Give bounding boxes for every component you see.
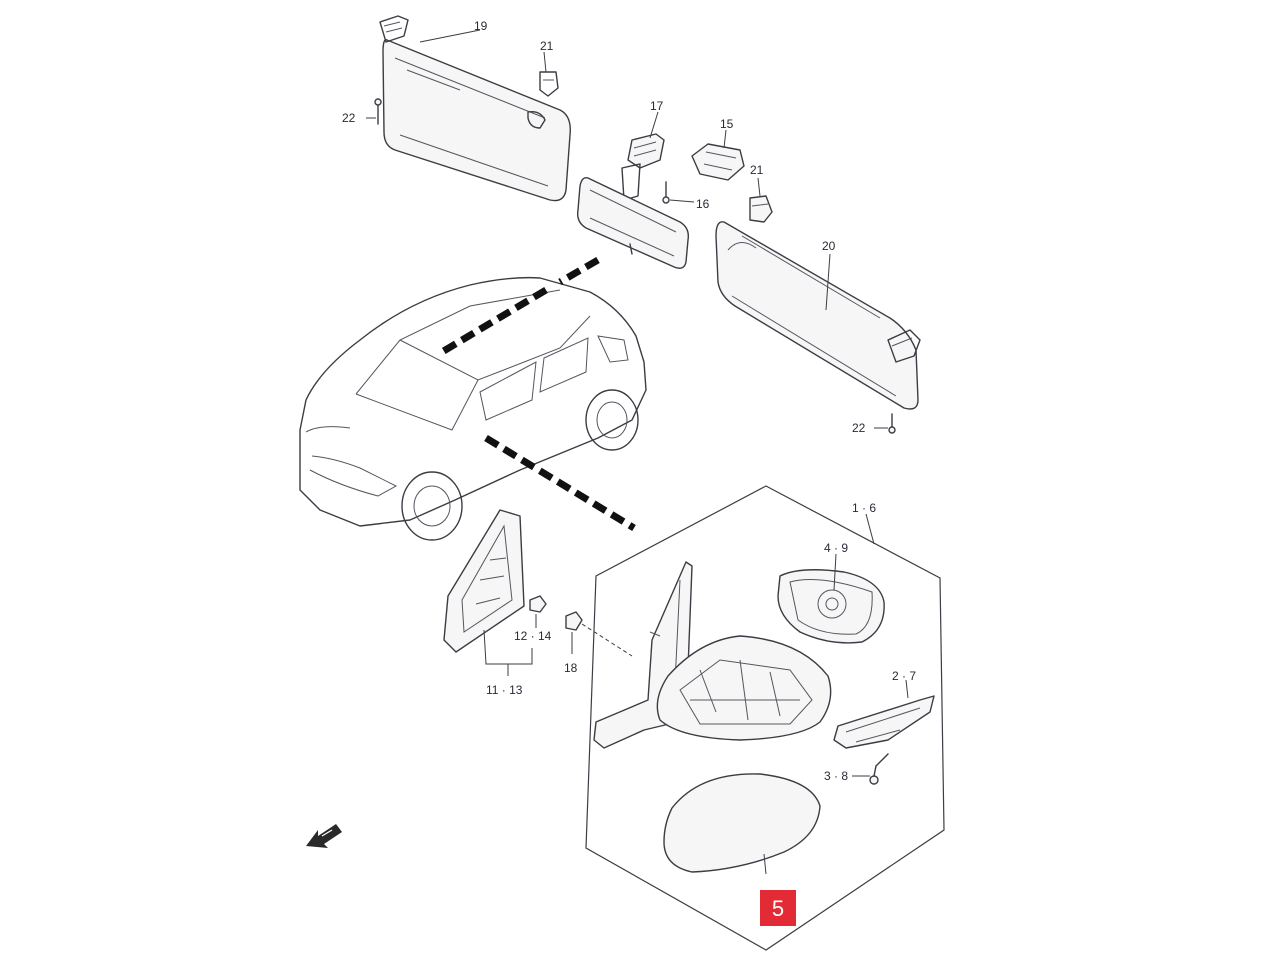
callout-turn-signal: 2 · 7 bbox=[892, 669, 916, 683]
mirror-cover-cap[interactable] bbox=[663, 773, 821, 873]
callout-visor-clip-top: 21 bbox=[540, 39, 554, 53]
visor-clip-top[interactable] bbox=[539, 71, 559, 97]
callout-signal-screw: 3 · 8 bbox=[824, 769, 848, 783]
turn-signal-lamp[interactable] bbox=[833, 695, 935, 749]
mirror-glass[interactable] bbox=[777, 569, 885, 644]
callout-garnish-cap: 18 bbox=[564, 661, 578, 675]
leader-lines bbox=[366, 29, 909, 875]
mirror-cover[interactable] bbox=[691, 143, 745, 181]
callout-visor-clip-right: 21 bbox=[750, 163, 764, 177]
callout-screw-right: 22 bbox=[852, 421, 866, 435]
highlight-label: 5 bbox=[772, 896, 784, 921]
callout-mirror-cover: 15 bbox=[720, 117, 734, 131]
car-outline bbox=[299, 256, 647, 541]
front-direction-arrow-icon bbox=[306, 824, 342, 848]
rear-view-mirror[interactable] bbox=[576, 176, 690, 269]
mirror-bracket[interactable] bbox=[621, 133, 665, 201]
garnish-cap[interactable] bbox=[565, 611, 633, 657]
callout-mirror-screw: 16 bbox=[696, 197, 710, 211]
screw-top-left[interactable] bbox=[374, 98, 382, 125]
sun-visor-left[interactable] bbox=[379, 15, 571, 202]
callout-mirror-assy: 1 · 6 bbox=[852, 501, 876, 515]
screw-right[interactable] bbox=[888, 413, 896, 434]
callout-mirror-bracket: 17 bbox=[650, 99, 664, 113]
highlight-callout[interactable]: 5 bbox=[760, 890, 796, 926]
visor-clip-right[interactable] bbox=[749, 195, 773, 223]
sun-visor-right[interactable] bbox=[715, 221, 921, 410]
garnish-clip[interactable] bbox=[529, 595, 547, 613]
callout-screw-top-left: 22 bbox=[342, 111, 356, 125]
mirror-housing[interactable] bbox=[656, 635, 832, 741]
signal-screw[interactable] bbox=[869, 753, 889, 785]
callout-sun-visor-right: 20 bbox=[822, 239, 836, 253]
callout-mirror-glass: 4 · 9 bbox=[824, 541, 848, 555]
mirror-screw[interactable] bbox=[662, 181, 670, 204]
callout-inner-garnish: 11 · 13 bbox=[486, 683, 523, 697]
callout-garnish-clip: 12 · 14 bbox=[514, 629, 552, 643]
callout-sun-visor-left: 19 bbox=[474, 19, 488, 33]
inner-garnish[interactable] bbox=[443, 509, 525, 653]
